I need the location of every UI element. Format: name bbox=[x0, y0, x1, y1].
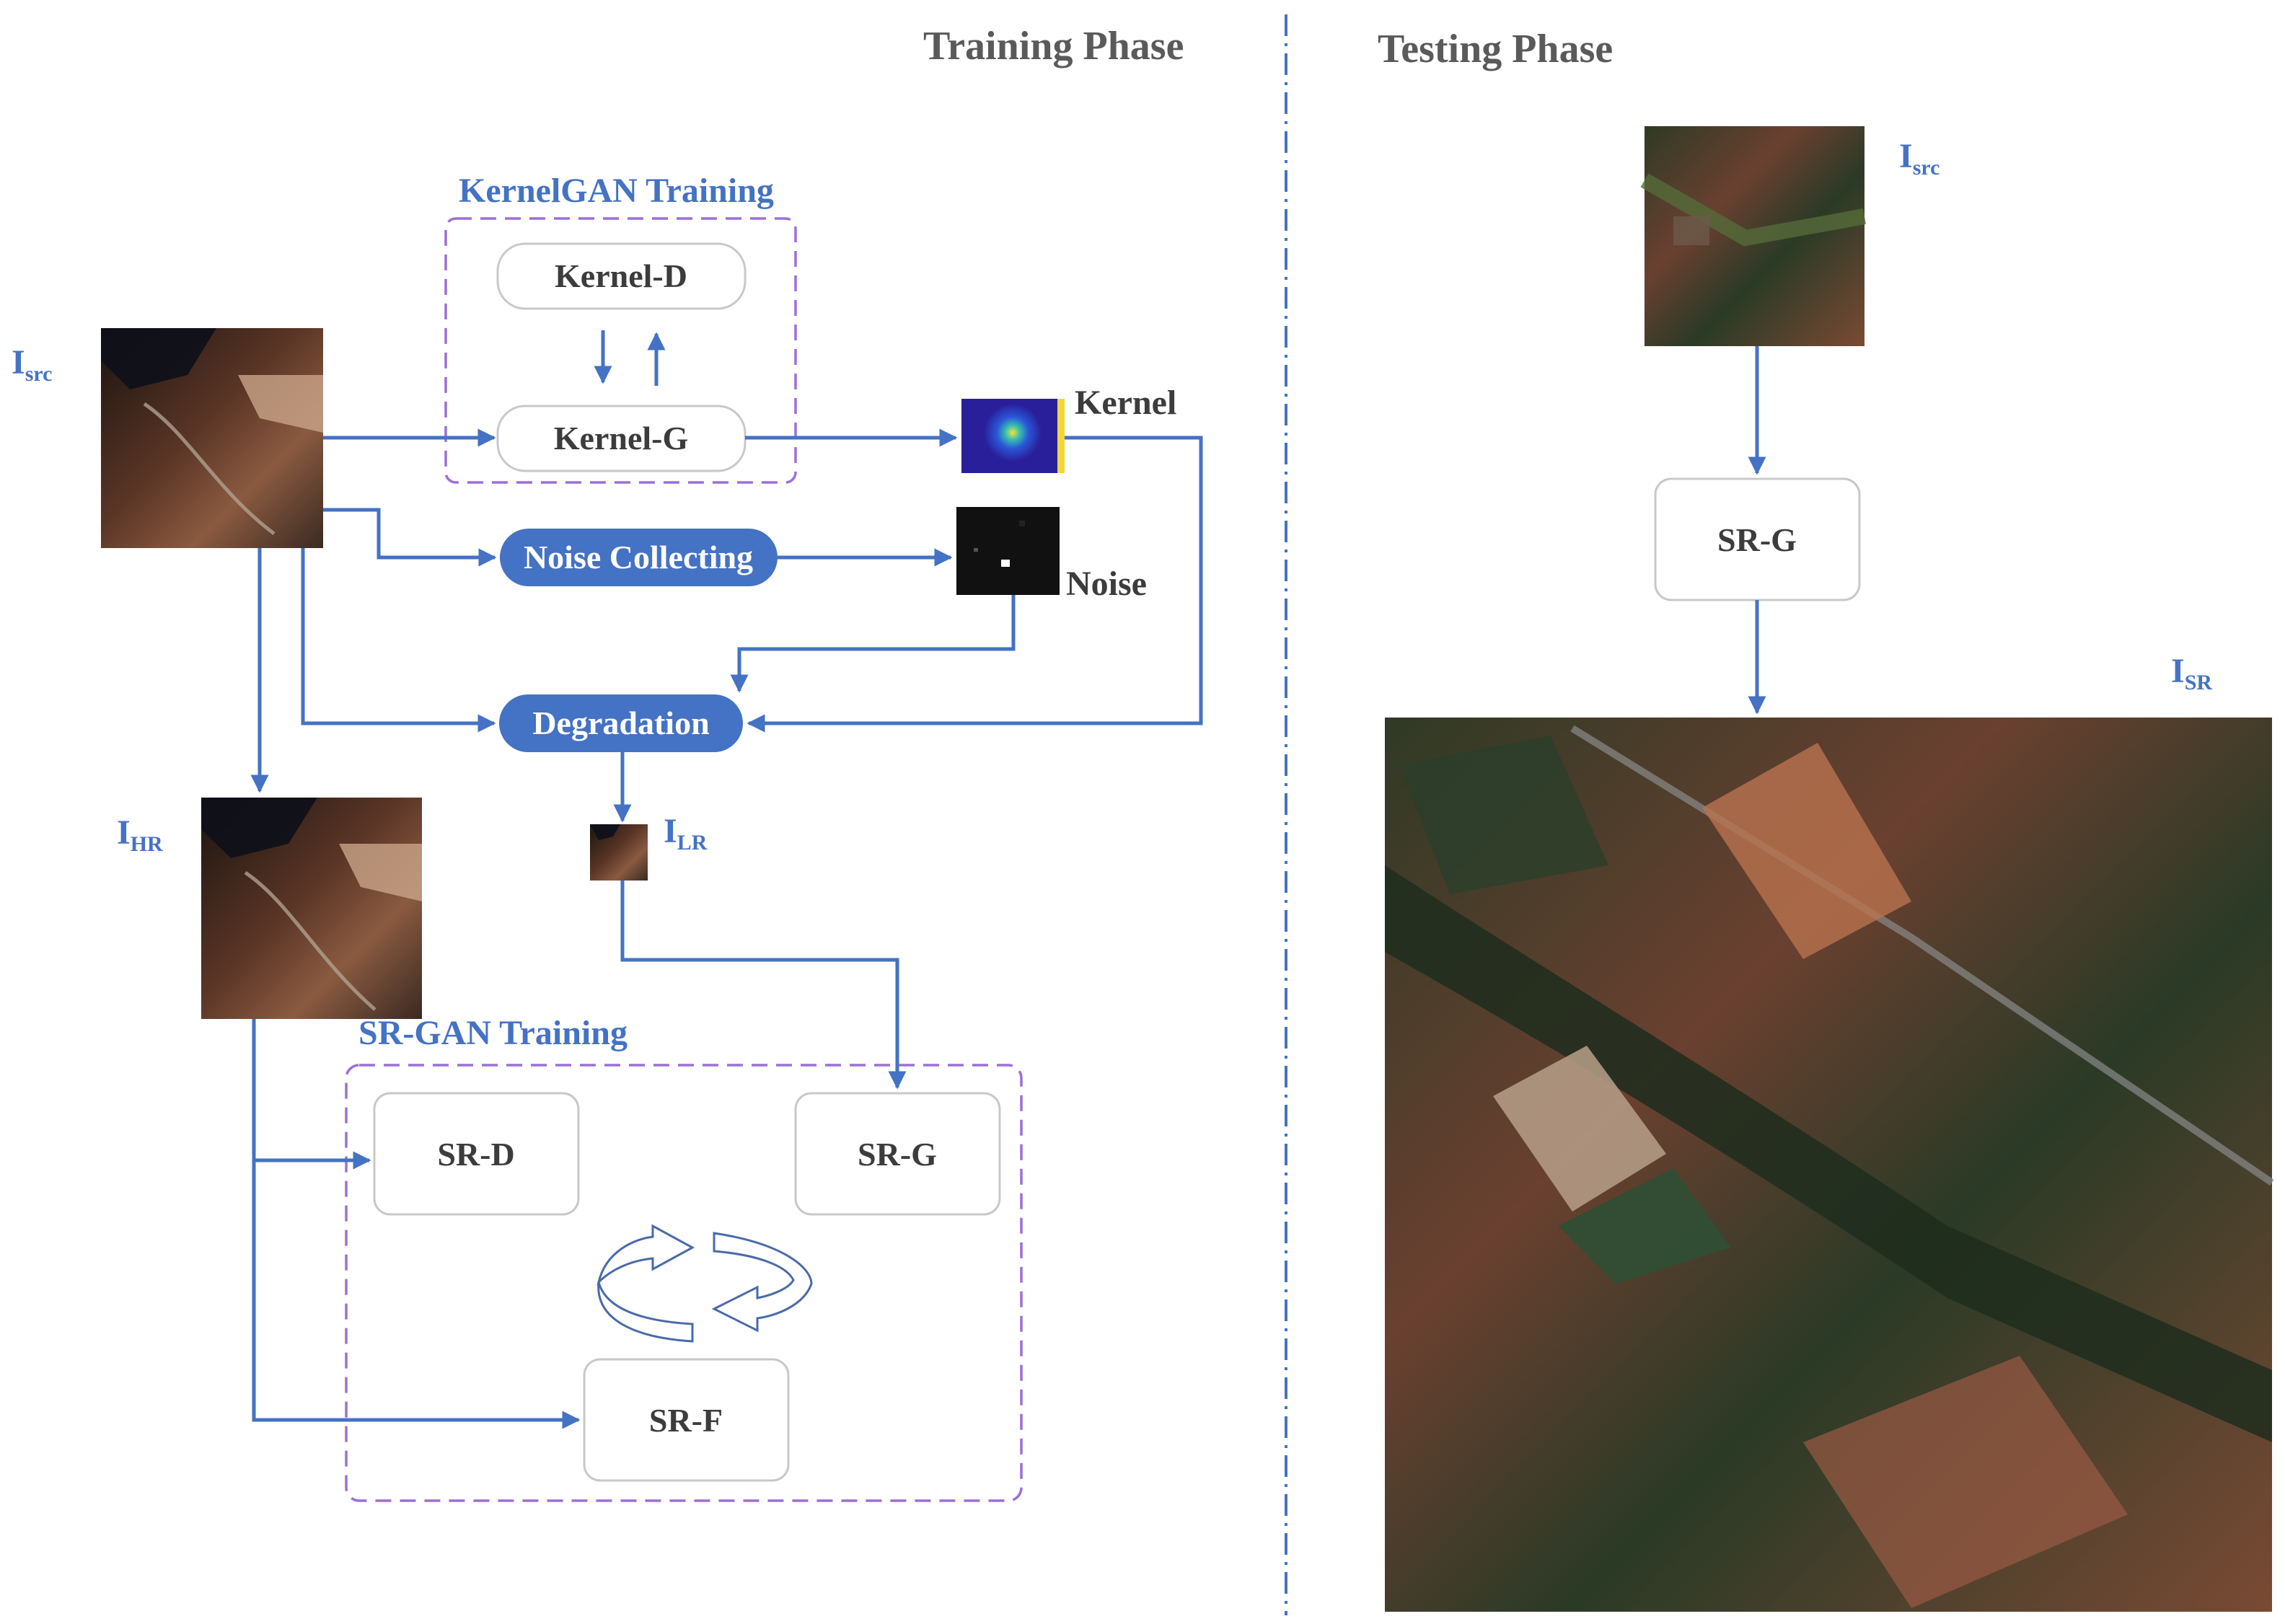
testing-phase-title: Testing Phase bbox=[1378, 27, 1613, 71]
sr-g-test-box: SR-G bbox=[1654, 477, 1861, 601]
isrc-train-label: Isrc bbox=[12, 343, 52, 386]
isrc-train-image bbox=[101, 328, 323, 548]
svg-text:Kernel-D: Kernel-D bbox=[555, 257, 687, 294]
sr-g-box: SR-G bbox=[794, 1092, 1001, 1216]
srgan-group bbox=[345, 1064, 1023, 1502]
ilr-label: ILR bbox=[664, 812, 708, 855]
isrc-test-label: Isrc bbox=[1899, 137, 1940, 180]
ihr-to-sr-d-arrow bbox=[252, 1019, 371, 1170]
isrc-test-image bbox=[1640, 126, 1866, 346]
ilr-image bbox=[590, 824, 648, 881]
ihr-to-sr-f-arrow bbox=[252, 1160, 581, 1429]
kernel-g-box: Kernel-G bbox=[496, 405, 747, 472]
ihr-label: IHR bbox=[117, 813, 163, 856]
kernel-image bbox=[961, 399, 1065, 473]
isr-label: ISR bbox=[2171, 652, 2212, 694]
noise-to-degradation-arrow bbox=[730, 595, 1016, 693]
noise-image bbox=[956, 507, 1060, 595]
srgan-group-title: SR-GAN Training bbox=[358, 1014, 628, 1052]
isrc-to-noise-collecting-arrow bbox=[323, 508, 497, 567]
kernel-d-box: Kernel-D bbox=[496, 242, 747, 310]
ihr-image bbox=[201, 798, 422, 1019]
svg-text:SR-F: SR-F bbox=[649, 1402, 723, 1439]
sr-f-box: SR-F bbox=[583, 1358, 790, 1482]
svg-text:Noise Collecting: Noise Collecting bbox=[524, 539, 753, 575]
svg-text:SR-G: SR-G bbox=[1717, 521, 1797, 558]
kernelgan-group-title: KernelGAN Training bbox=[459, 172, 774, 210]
degradation-box: Degradation bbox=[499, 694, 743, 752]
kernelgan-group bbox=[444, 217, 797, 484]
svg-text:Degradation: Degradation bbox=[532, 705, 709, 741]
noise-collecting-box: Noise Collecting bbox=[500, 529, 778, 586]
kernel-to-degradation-arrow bbox=[747, 436, 1203, 733]
ilr-to-sr-g-arrow bbox=[620, 881, 907, 1090]
noise-label: Noise bbox=[1066, 565, 1147, 603]
cycle-arrows-icon bbox=[596, 1224, 813, 1343]
kernel-label: Kernel bbox=[1075, 384, 1176, 422]
training-phase-title: Training Phase bbox=[923, 24, 1184, 69]
svg-text:Kernel-G: Kernel-G bbox=[554, 420, 689, 456]
isrc-to-degradation-arrow bbox=[301, 548, 496, 733]
sr-d-box: SR-D bbox=[373, 1092, 580, 1216]
isr-image bbox=[1385, 718, 2274, 1612]
svg-text:SR-G: SR-G bbox=[858, 1136, 937, 1173]
svg-text:SR-D: SR-D bbox=[437, 1136, 514, 1173]
